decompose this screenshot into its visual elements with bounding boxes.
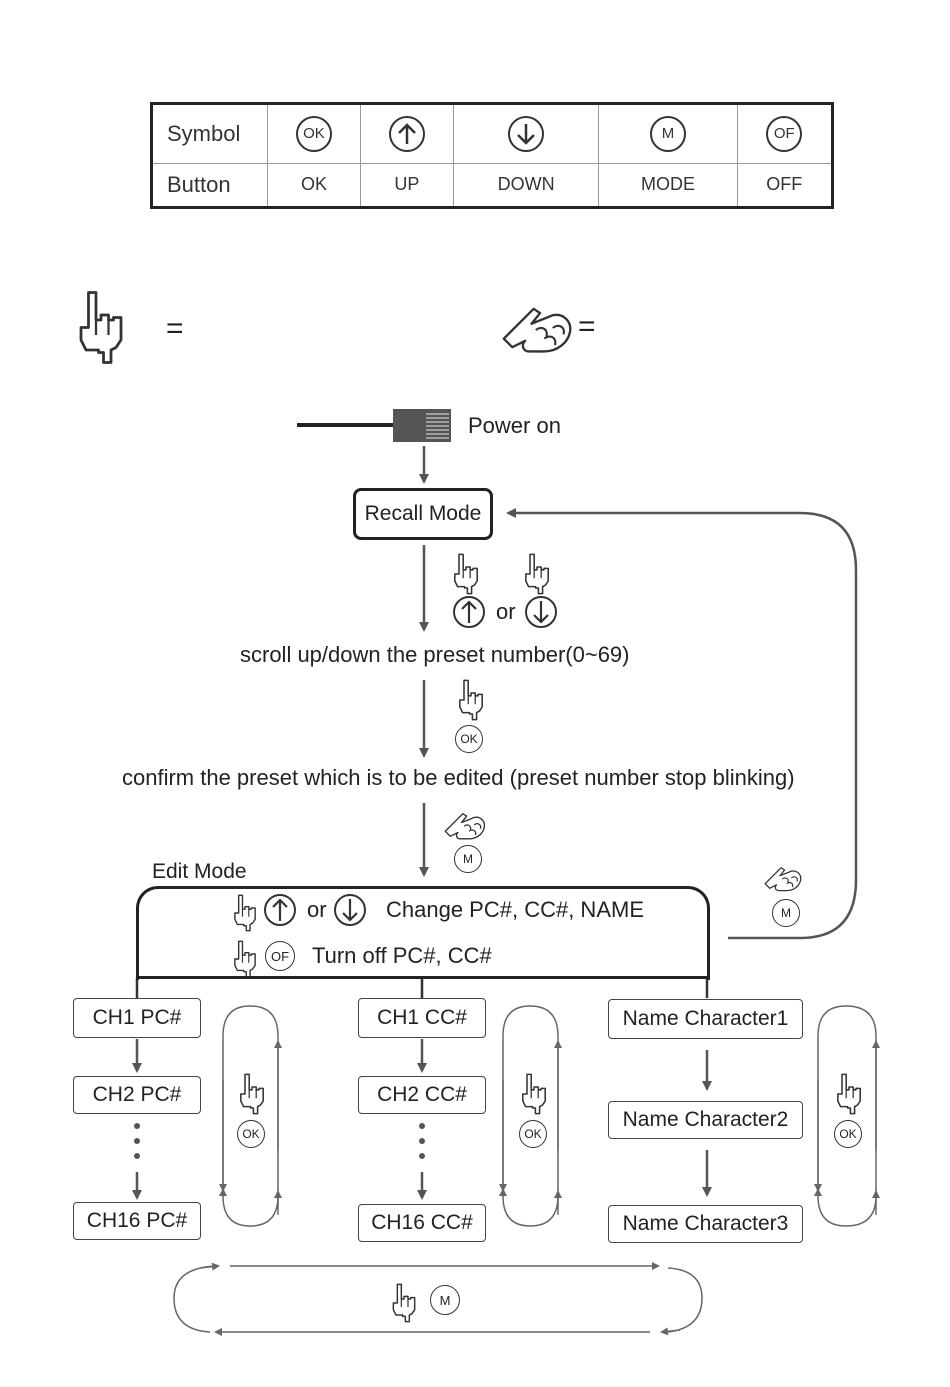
press-hand-icon — [453, 553, 479, 595]
off-circle-icon: OF — [265, 941, 295, 971]
recall-mode-box: Recall Mode — [353, 488, 493, 540]
name-box-char3: Name Character3 — [608, 1205, 803, 1243]
confirm-label: confirm the preset which is to be edited… — [122, 765, 795, 790]
scroll-label: scroll up/down the preset number(0~69) — [240, 642, 630, 667]
up-arrow-circle-icon — [388, 115, 425, 152]
press-hand-icon — [524, 553, 550, 595]
press-hand-equals: = — [166, 312, 184, 345]
name-box-char1: Name Character1 — [608, 999, 803, 1039]
press-hand-icon — [392, 1283, 416, 1323]
legend-symbol-header: Symbol — [151, 103, 268, 164]
ok-circle-icon: OK — [237, 1120, 265, 1148]
button-legend-table: Symbol OK M OF Button OK UP DOWN MODE OF… — [150, 102, 834, 209]
pc-box-ch2: CH2 PC# — [73, 1076, 201, 1114]
press-hand-icon — [458, 679, 484, 721]
ok-circle-icon: OK — [455, 725, 483, 753]
press-hand-icon — [79, 290, 123, 365]
edit-line-change: Change PC#, CC#, NAME — [386, 897, 644, 922]
hold-hand-icon — [502, 307, 572, 353]
legend-label-down: DOWN — [452, 162, 600, 209]
name-box-char2: Name Character2 — [608, 1101, 803, 1139]
mode-circle-icon: M — [430, 1285, 460, 1315]
press-hand-icon — [836, 1073, 862, 1115]
or-label: or — [496, 599, 516, 624]
cc-box-ch2: CH2 CC# — [358, 1076, 486, 1114]
or-label: or — [307, 897, 327, 922]
hold-hand-icon — [764, 867, 802, 892]
hold-hand-equals: = — [578, 310, 596, 343]
mode-circle-icon: M — [454, 845, 482, 873]
edit-mode-label: Edit Mode — [152, 860, 247, 883]
cc-box-ch1: CH1 CC# — [358, 998, 486, 1038]
press-hand-icon — [239, 1073, 265, 1115]
legend-label-off: OFF — [736, 162, 834, 209]
ok-circle-icon: OK — [519, 1120, 547, 1148]
legend-label-up: UP — [359, 162, 454, 209]
pc-box-ch1: CH1 PC# — [73, 998, 201, 1038]
legend-label-mode: MODE — [598, 162, 738, 209]
mode-circle-icon: M — [772, 899, 800, 927]
edit-line-turnoff: Turn off PC#, CC# — [312, 943, 492, 968]
legend-button-header: Button — [151, 162, 268, 209]
edit-mode-divider — [136, 976, 710, 979]
ok-circle-icon: OK — [295, 115, 332, 152]
off-circle-icon: OF — [766, 115, 803, 152]
down-arrow-circle-icon — [508, 115, 545, 152]
hold-hand-icon — [444, 812, 486, 840]
press-hand-icon — [521, 1073, 547, 1115]
pc-box-ch16: CH16 PC# — [73, 1202, 201, 1240]
cc-box-ch16: CH16 CC# — [358, 1204, 486, 1242]
ok-circle-icon: OK — [834, 1120, 862, 1148]
power-on-label: Power on — [468, 413, 561, 438]
legend-label-ok: OK — [267, 162, 361, 209]
mode-circle-icon: M — [650, 115, 686, 152]
edit-mode-box — [136, 886, 710, 980]
